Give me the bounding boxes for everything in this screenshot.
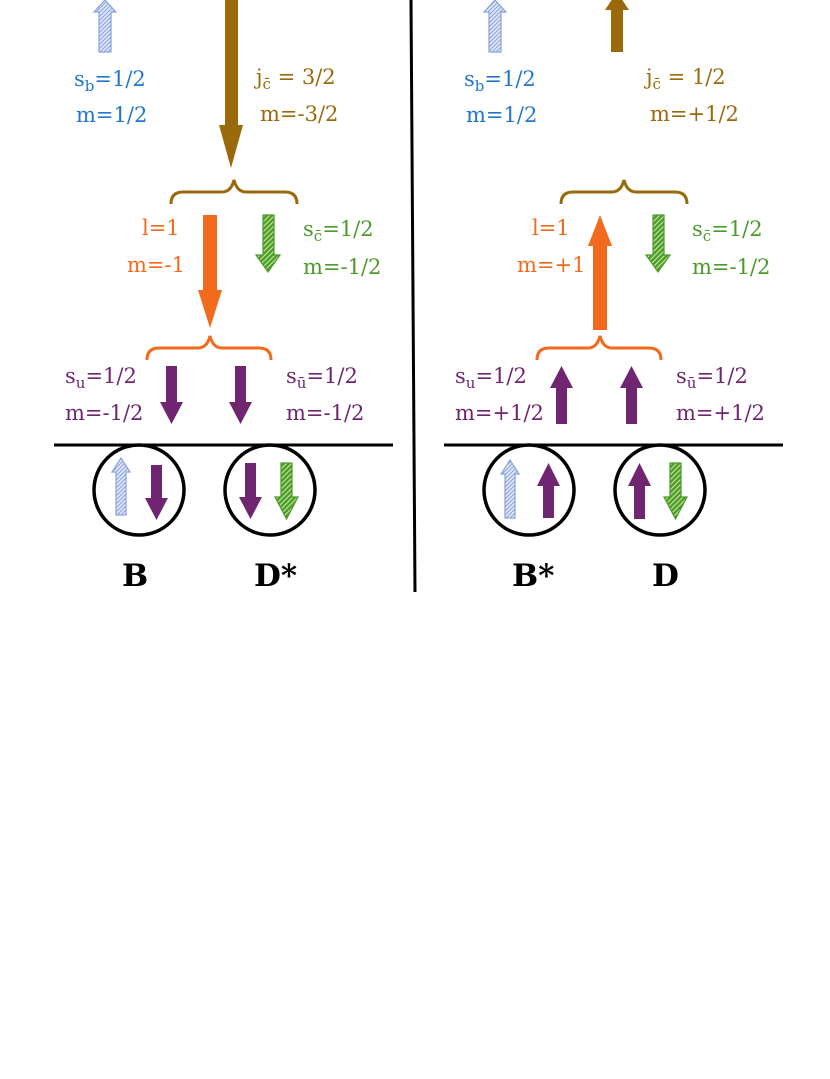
j-cbar-down-arrow-icon [219,0,243,168]
s-ubar-label: sū=1/2 [286,364,358,392]
j-cbar-m-label: m=+1/2 [650,102,739,126]
b-spin-up-small-icon [499,458,521,519]
b-spin-up-icon [482,0,508,53]
c-spin-down-small-icon [663,462,688,521]
c-spin-down-icon [644,214,672,274]
meson-2-label: D* [254,558,297,594]
j-cbar-label: jc̄ = 3/2 [253,65,336,93]
meson-2-label: D [652,558,679,594]
orbital-down-arrow-icon [198,215,222,328]
ubar-spin-down-small-icon [239,463,262,519]
s-u-label: su=1/2 [65,364,137,392]
j-cbar-m-label: m=-3/2 [260,102,338,126]
l-label: l=1 [532,216,570,240]
meson-bstar-circle-icon [482,443,576,537]
s-cbar-label: sc̄=1/2 [303,217,374,245]
meson-b-circle-icon [92,443,186,537]
s-ubar-m-label: m=-1/2 [286,401,364,425]
b-spin-up-small-icon [110,456,132,516]
s-b-m-label: m=1/2 [466,103,537,127]
u-spin-down-icon [160,366,183,424]
l-brace-icon [535,335,663,361]
left-panel: sb=1/2 m=1/2 jc̄ = 3/2 m=-3/2 l=1 m=-1 s… [54,0,393,594]
s-b-label: sb=1/2 [464,67,536,95]
ubar-spin-up-small-icon [628,463,651,519]
right-panel: sb=1/2 m=1/2 jc̄ = 1/2 m=+1/2 l=1 m=+1 s… [444,0,783,594]
s-b-label: sb=1/2 [74,67,146,95]
s-ubar-label: sū=1/2 [676,364,748,392]
s-u-label: su=1/2 [455,364,527,392]
s-ubar-m-label: m=+1/2 [676,401,765,425]
s-cbar-m-label: m=-1/2 [303,255,381,279]
u-spin-down-small-icon [145,465,168,520]
s-cbar-label: sc̄=1/2 [692,217,763,245]
meson-dstar-circle-icon [223,443,317,537]
s-cbar-m-label: m=-1/2 [692,255,770,279]
c-spin-down-icon [254,214,282,274]
j-cbar-label: jc̄ = 1/2 [643,65,726,93]
j-cbar-up-arrow-icon [605,0,629,52]
b-spin-up-icon [92,0,118,53]
panel-divider [409,0,417,593]
ubar-spin-up-icon [620,366,643,424]
s-u-m-label: m=+1/2 [455,401,544,425]
j-cbar-brace-icon [559,179,689,205]
s-u-m-label: m=-1/2 [65,401,143,425]
u-spin-up-small-icon [537,463,560,518]
u-spin-up-icon [550,366,573,424]
c-spin-down-small-icon [274,462,299,521]
l-m-label: m=+1 [517,253,585,277]
l-m-label: m=-1 [127,253,185,277]
ubar-spin-down-icon [229,366,252,424]
l-label: l=1 [142,216,180,240]
j-cbar-brace-icon [169,179,299,205]
orbital-up-arrow-icon [588,215,612,330]
meson-1-label: B* [512,558,554,594]
l-brace-icon [145,335,273,361]
meson-1-label: B [122,558,148,594]
s-b-m-label: m=1/2 [76,103,147,127]
meson-d-circle-icon [613,443,707,537]
